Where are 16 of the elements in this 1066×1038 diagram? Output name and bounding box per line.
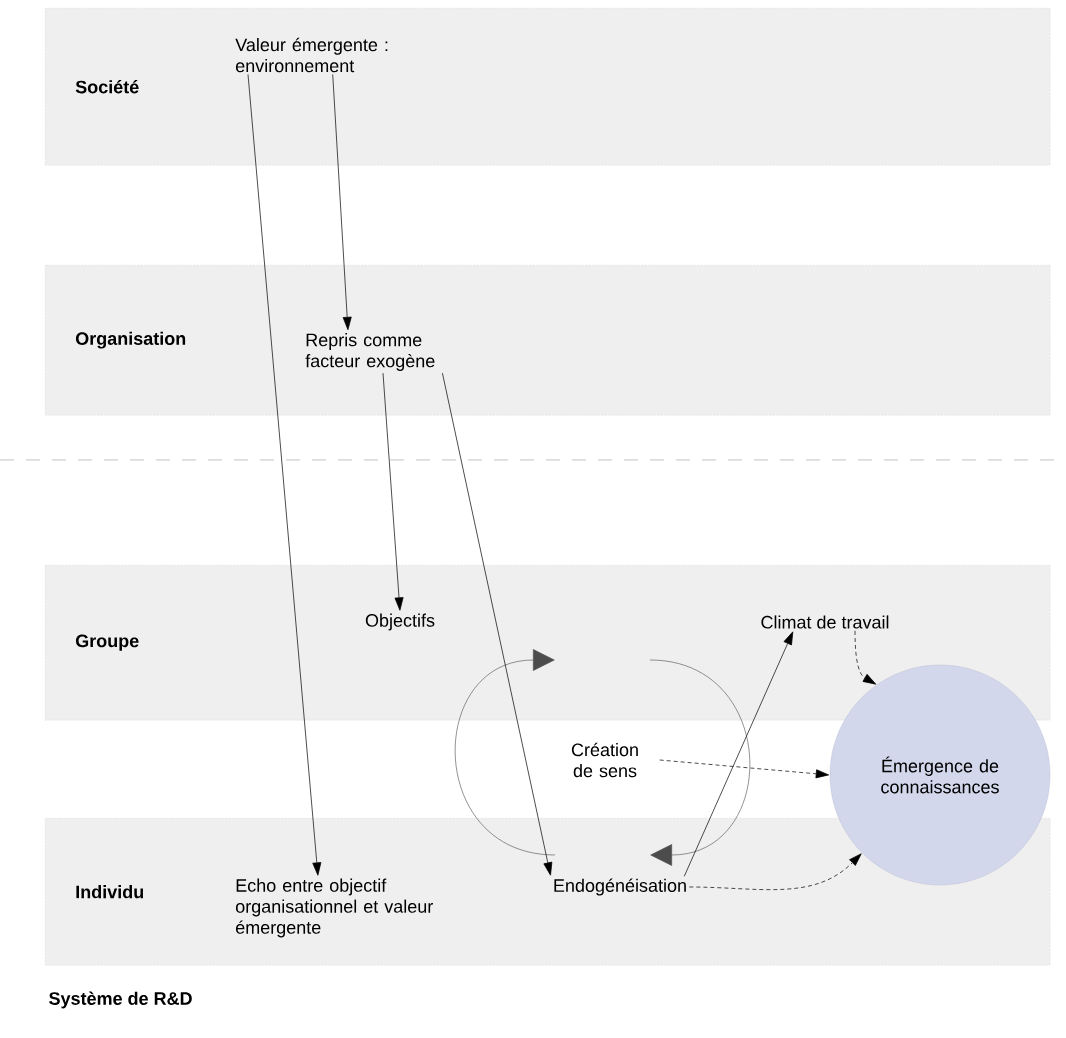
dashed-arrow [854, 630, 877, 685]
label-text: Repris comme facteur exogène [305, 333, 435, 371]
label-text: Endogénéisation [554, 878, 686, 896]
label-text: Objectifs [365, 613, 435, 631]
arrow [247, 74, 322, 876]
label-text: Echo entre objectif organisationnel et valeur émergente [235, 878, 433, 938]
label-text: Climat de travail [761, 615, 889, 629]
arrow [382, 372, 404, 611]
caption: Système de R&D [49, 991, 192, 1009]
arrow [683, 631, 794, 877]
dashed-arrow [659, 759, 829, 779]
label-text: Valeur émergente : environnement [235, 37, 388, 73]
cycle-label: Création de sens [571, 742, 638, 778]
arrow [442, 372, 553, 876]
dashed-arrow [688, 853, 862, 890]
arrow [332, 74, 352, 331]
